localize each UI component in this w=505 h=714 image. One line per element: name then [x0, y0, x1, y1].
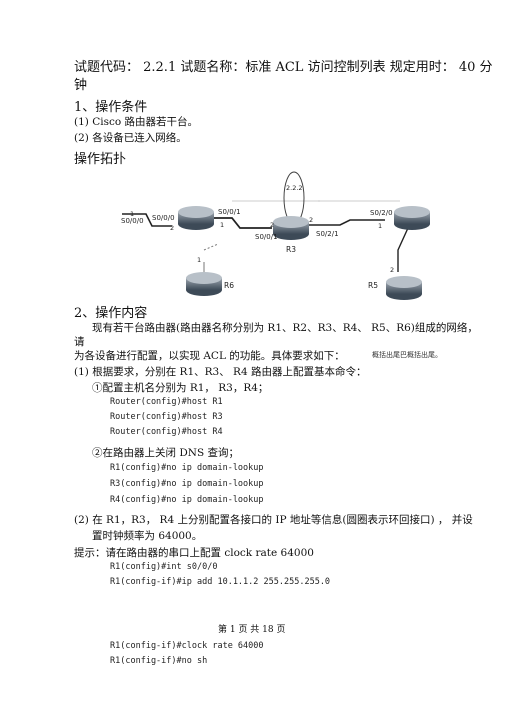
label-s000-left: S0/0/0	[121, 217, 144, 225]
sub2: ②在路由器上关闭 DNS 查询；	[92, 447, 239, 459]
section2-intro2: 请	[74, 336, 85, 348]
label-n7: 1	[197, 256, 201, 264]
link-r1-left	[122, 213, 172, 227]
link-r1-r2	[212, 217, 272, 229]
cmd6: R4(config)#no ip domain-lookup	[110, 495, 264, 505]
cmd10: R1(config-if)#no sh	[110, 656, 208, 666]
cmd4: R1(config)#no ip domain-lookup	[110, 463, 264, 473]
router-r4	[394, 206, 430, 230]
label-r5: R5	[368, 281, 378, 290]
router-r6	[186, 272, 222, 296]
section1-title: 1、操作条件	[74, 100, 148, 115]
label-s001: S0/0/1	[218, 208, 241, 216]
link-r6	[203, 243, 219, 251]
label-s001-r3: S0/0/1	[255, 233, 278, 241]
label-n2: 2	[170, 224, 174, 232]
router-r3	[273, 216, 309, 240]
link-r2-r4	[305, 219, 385, 226]
header-line1: 试题代码： 2.2.1 试题名称：标准 ACL 访问控制列表 规定用时： 40 …	[74, 60, 493, 75]
label-n8: 2	[390, 266, 394, 274]
req1: (1) 根据要求，分别在 R1、R3、 R4 路由器上配置基本命令：	[74, 366, 367, 378]
req2b: 置时钟频率为 64000。	[92, 530, 203, 542]
section2-intro-note: 概括出尾巴概括出尾。	[372, 351, 442, 359]
section1-item1: (1) Cisco 路由器若干台。	[74, 116, 199, 128]
header-line2: 钟	[74, 78, 88, 93]
router-r5	[386, 276, 422, 300]
label-s000: S0/0/0	[152, 214, 175, 222]
label-s021: S0/2/1	[316, 230, 339, 238]
page-footer: 第 1 页 共 18 页	[218, 625, 286, 635]
cmd9: R1(config-if)#clock rate 64000	[110, 641, 264, 651]
cmd5: R3(config)#no ip domain-lookup	[110, 479, 264, 489]
section2-intro3: 为各设备进行配置，以实现 ACL 的功能。具体要求如下：	[74, 350, 345, 362]
label-n5: 2	[309, 216, 313, 224]
cmd7: R1(config)#int s0/0/0	[110, 562, 218, 572]
label-r6: R6	[224, 281, 234, 290]
label-n3: 2	[270, 221, 274, 229]
cmd2: Router(config)#host R3	[110, 412, 223, 422]
label-n6: 1	[378, 222, 382, 230]
sub1: ①配置主机名分别为 R1， R3，R4；	[92, 382, 269, 394]
link-r4-r5	[397, 227, 409, 272]
label-n1: 1	[130, 210, 134, 218]
cmd3: Router(config)#host R4	[110, 427, 223, 437]
req2a: (2) 在 R1，R3， R4 上分别配置各接口的 IP 地址等信息(圆圈表示环…	[74, 514, 473, 526]
hint: 提示：请在路由器的串口上配置 clock rate 64000	[74, 547, 314, 559]
cmd8: R1(config-if)#ip add 10.1.1.2 255.255.25…	[110, 577, 331, 587]
section2-title: 2、操作内容	[74, 306, 148, 321]
label-loop: 2.2.2	[286, 184, 303, 192]
router-r1	[178, 206, 214, 230]
section1-item2: (2) 各设备已连入网络。	[74, 132, 187, 144]
section2-intro1: 现有若干台路由器(路由器名称分别为 R1、R2、R3、R4、 R5、R6)组成的…	[92, 322, 478, 334]
label-r3: R3	[286, 245, 296, 254]
label-n4: 1	[220, 221, 224, 229]
topology-title: 操作拓扑	[74, 152, 127, 167]
label-s020: S0/2/0	[370, 209, 393, 217]
cmd1: Router(config)#host R1	[110, 397, 223, 407]
